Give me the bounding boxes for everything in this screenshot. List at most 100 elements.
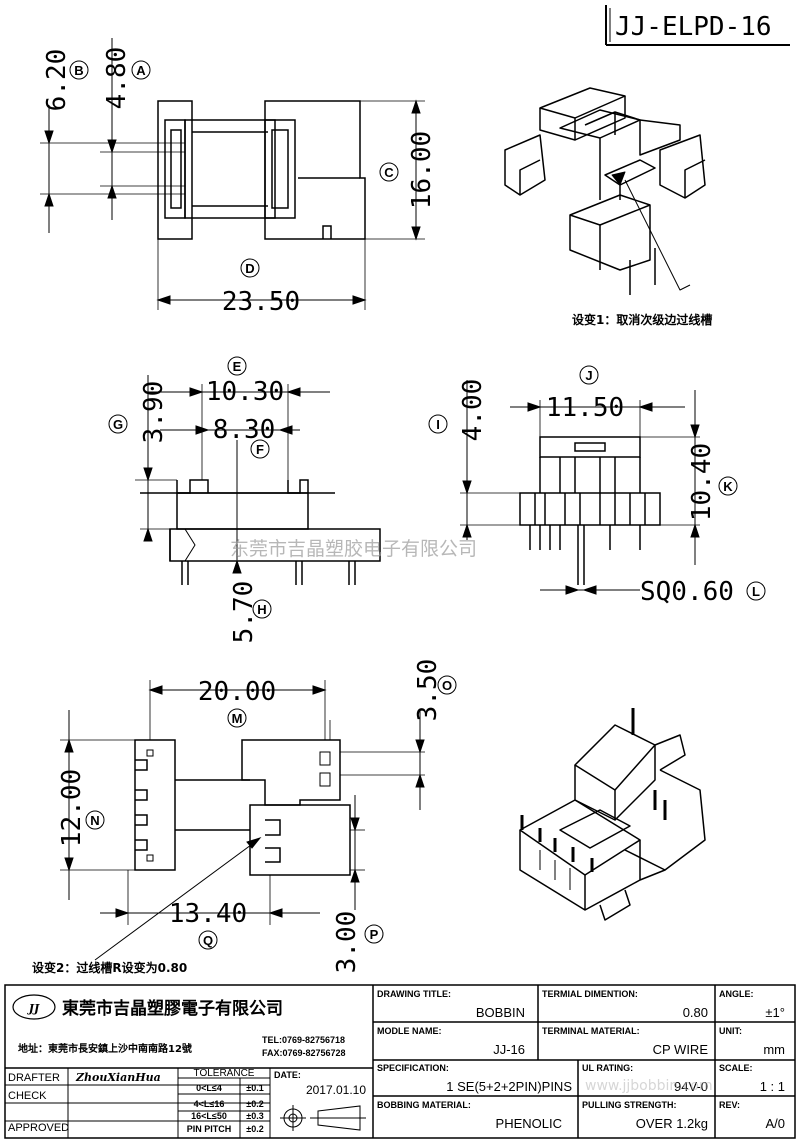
tol-value: ±0.3 — [246, 1111, 263, 1121]
ul-rating-value: 94V-0 — [674, 1079, 708, 1094]
dim-q: 13.40 Q — [100, 899, 320, 950]
rev-label: REV: — [719, 1100, 740, 1110]
dim-l-label: L — [752, 584, 760, 599]
dim-c: 16.00 C — [379, 99, 437, 241]
company-watermark: 东莞市吉晶塑胶电子有限公司 — [230, 538, 477, 560]
unit-value: mm — [763, 1042, 785, 1057]
dim-f-label: F — [256, 442, 264, 457]
drawing-code-box: JJ-ELPD-16 — [605, 5, 790, 46]
dim-i: 4.00 I — [428, 379, 488, 540]
dim-m: 20.00 M — [148, 677, 327, 728]
dim-g-label: G — [113, 417, 123, 432]
angle-value: ±1° — [765, 1005, 785, 1020]
dim-e: 10.30 E — [145, 356, 330, 407]
pulling-strength-label: PULLING STRENGTH: — [582, 1100, 677, 1110]
dim-j-value: 11.50 — [546, 393, 624, 423]
terminal-dimention-value: 0.80 — [683, 1005, 708, 1020]
dim-a: 4.80 A — [102, 38, 151, 220]
tol-value: ±0.2 — [246, 1099, 263, 1109]
dim-c-label: C — [384, 165, 394, 180]
company-logo: JJ — [12, 994, 56, 1020]
change-note-1: 设变1：取消次级边过线槽 — [572, 312, 712, 327]
dim-m-label: M — [232, 711, 243, 726]
dim-i-value: 4.00 — [458, 379, 488, 442]
top-view — [40, 100, 425, 310]
title-block — [4, 984, 796, 1139]
drawing-title-value: BOBBIN — [476, 1005, 525, 1020]
dim-q-label: Q — [203, 933, 213, 948]
unit-label: UNIT: — [719, 1026, 742, 1036]
tol-range: 0<L≤4 — [196, 1083, 222, 1093]
top-view-core — [184, 119, 276, 219]
tol-range: 4<L≤16 — [194, 1099, 225, 1109]
dim-k-label: K — [723, 479, 733, 494]
terminal-material-label: TERMINAL MATERIAL: — [542, 1026, 640, 1036]
dim-c-value: 16.00 — [407, 131, 437, 209]
tol-value: ±0.2 — [246, 1124, 263, 1134]
dim-n-value: 12.00 — [57, 769, 87, 847]
dim-j-label: J — [585, 368, 592, 383]
dim-a-value: 4.80 — [102, 47, 132, 110]
dim-g-value: 3.90 — [139, 381, 169, 444]
tol-range: PIN PITCH — [187, 1124, 232, 1134]
isometric-view-top — [504, 87, 706, 295]
ul-rating-label: UL RATING: — [582, 1063, 633, 1073]
dim-b-label: B — [74, 63, 83, 78]
dim-h-value: 5.70 — [229, 581, 259, 644]
drawing-code: JJ-ELPD-16 — [615, 12, 772, 42]
tolerance-label: TOLERANCE — [194, 1068, 255, 1079]
dim-d-label: D — [245, 261, 254, 276]
projection-symbol-icon — [280, 1105, 366, 1131]
tol-range: 16<L≤50 — [191, 1111, 227, 1121]
drawing-title-label: DRAWING TITLE: — [377, 989, 451, 999]
date-label: DATE: — [274, 1070, 301, 1080]
company-fax: FAX:0769-82756728 — [262, 1048, 346, 1058]
specification-value: 1 SE(5+2+2PIN)PINS — [446, 1079, 572, 1094]
dim-e-label: E — [233, 359, 242, 374]
scale-value: 1 : 1 — [760, 1079, 785, 1094]
dim-b: 6.20 B — [42, 49, 89, 233]
terminal-material-value: CP WIRE — [653, 1042, 709, 1057]
bobbing-material-label: BOBBING MATERIAL: — [377, 1100, 471, 1110]
pulling-strength-value: OVER 1.2kg — [636, 1116, 708, 1131]
company-address: 地址：東莞市長安鎮上沙中南南路12號 — [18, 1042, 192, 1055]
dim-p-label: P — [370, 927, 379, 942]
side-view — [460, 400, 700, 585]
change-note-2: 设变2：过线槽R设变为0.80 — [32, 960, 187, 975]
bobbing-material-value: PHENOLIC — [496, 1116, 562, 1131]
dim-o-label: O — [442, 678, 452, 693]
change-note-2-leader — [94, 837, 262, 961]
site-watermark: www.jjbobbin.com — [585, 1078, 713, 1094]
scale-label: SCALE: — [719, 1063, 753, 1073]
dim-m-value: 20.00 — [198, 677, 276, 707]
terminal-dimention-label: TERMIAL DIMENTION: — [542, 989, 638, 999]
dim-f-value: 8.30 — [213, 415, 276, 445]
dim-d: 23.50 D — [156, 258, 367, 317]
dim-i-label: I — [436, 417, 440, 432]
approved-label: APPROVED — [8, 1122, 69, 1134]
company-name: 東莞市吉晶塑膠電子有限公司 — [62, 998, 283, 1019]
modle-name-value: JJ-16 — [493, 1042, 525, 1057]
dim-a-label: A — [136, 63, 146, 78]
dim-q-value: 13.40 — [169, 899, 247, 929]
specification-label: SPECIFICATION: — [377, 1063, 449, 1073]
dim-p-value: 3.00 — [332, 911, 362, 974]
tolerance-table: 0<L≤4 ±0.1 4<L≤16 ±0.2 16<L≤50 ±0.3 PIN … — [187, 1083, 264, 1134]
dim-k-value: 10.40 — [687, 443, 717, 521]
angle-label: ANGLE: — [719, 989, 754, 999]
rev-value: A/0 — [765, 1116, 785, 1131]
dim-g: 3.90 G — [108, 375, 177, 542]
dim-e-value: 10.30 — [206, 377, 284, 407]
dim-o-value: 3.50 — [413, 659, 443, 722]
dim-n-label: N — [90, 813, 99, 828]
check-label: CHECK — [8, 1090, 47, 1102]
bottom-view — [60, 680, 425, 925]
logo-text: JJ — [27, 1002, 40, 1015]
top-view-left-flange — [157, 100, 193, 240]
dim-k: 10.40 K — [687, 390, 738, 565]
company-tel: TEL:0769-82756718 — [262, 1035, 345, 1045]
drafter-signature: ZhouXianHua — [75, 1071, 161, 1084]
dim-h-label: H — [257, 602, 266, 617]
